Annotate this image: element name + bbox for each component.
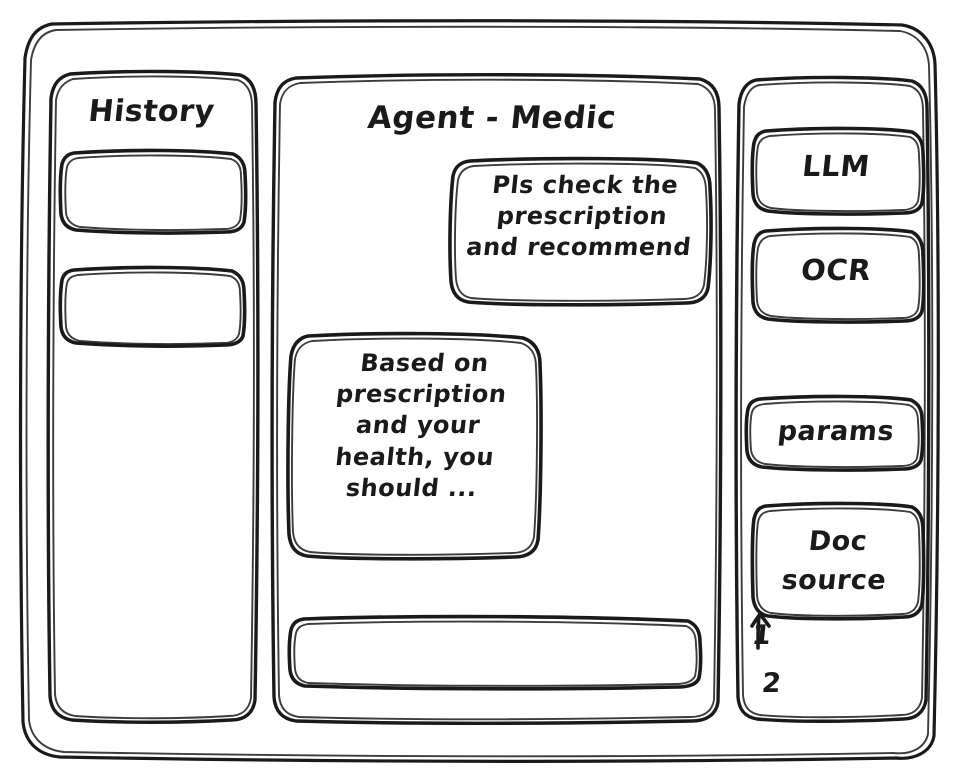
user-message: Pls check the prescription and recommend xyxy=(464,171,693,262)
message-input[interactable] xyxy=(290,618,700,684)
history-panel-title: History xyxy=(86,94,217,129)
tool-ocr-label: OCR xyxy=(799,253,873,287)
tool-docsource-label: Doc source xyxy=(780,526,888,597)
tool-llm-label: LLM xyxy=(800,149,872,183)
doc-source-item-2[interactable]: 2 xyxy=(760,668,783,699)
agent-title: Agent - Medic xyxy=(366,100,618,136)
assistant-message: Based on prescription and your health, y… xyxy=(334,349,508,502)
tool-params-label: params xyxy=(776,416,896,447)
doc-source-item-1[interactable]: 1 xyxy=(750,620,773,651)
history-item-1[interactable] xyxy=(60,152,246,230)
history-item-2[interactable] xyxy=(60,268,246,342)
